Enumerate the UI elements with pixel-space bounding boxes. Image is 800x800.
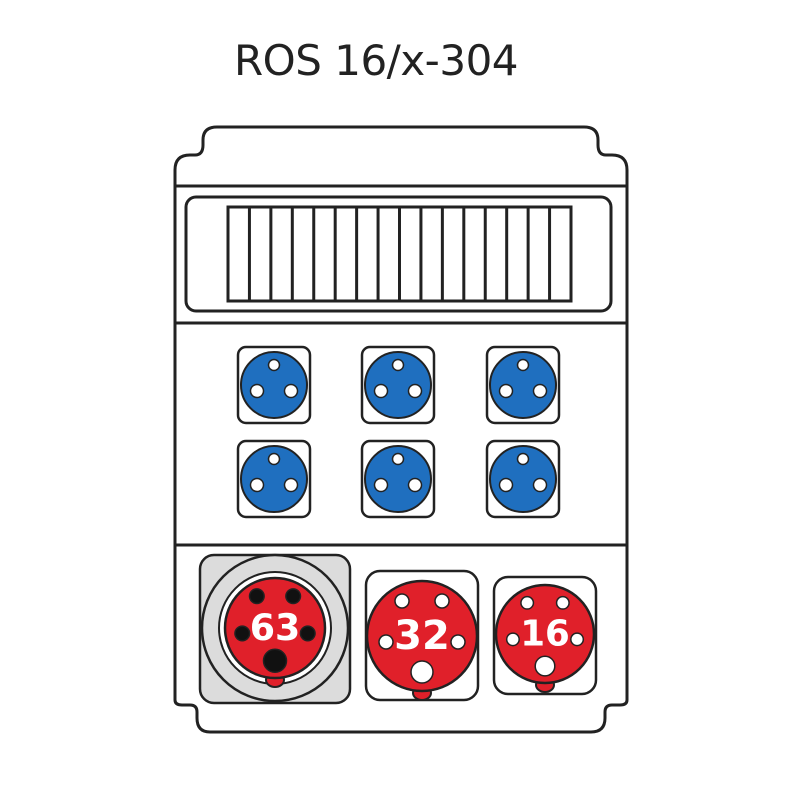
socket-cee-16: 16 <box>492 575 598 696</box>
socket-pin <box>378 634 394 650</box>
socket-pin <box>299 625 316 642</box>
socket-face <box>365 579 479 693</box>
socket-230v <box>236 345 312 425</box>
socket-rating-label: 63 <box>250 606 301 649</box>
socket-hole <box>283 477 299 493</box>
socket-pin <box>434 593 450 609</box>
socket-pin <box>570 632 585 647</box>
socket-230v <box>360 345 436 425</box>
socket-pin <box>555 595 570 610</box>
socket-pin <box>394 593 410 609</box>
socket-hole <box>391 452 405 466</box>
breaker-modules <box>226 205 573 303</box>
product-title: ROS 16/x-304 <box>233 36 519 85</box>
socket-cee-group: 63 32 16 <box>198 553 598 705</box>
socket-pin <box>248 588 265 605</box>
socket-hole <box>532 477 548 493</box>
socket-cee-63: 63 <box>198 553 352 705</box>
socket-pin <box>534 655 556 677</box>
socket-hole <box>391 358 405 372</box>
socket-hole <box>249 477 265 493</box>
socket-230v <box>485 345 561 425</box>
socket-face <box>223 576 327 680</box>
socket-pin <box>285 588 302 605</box>
socket-pin <box>520 595 535 610</box>
socket-face <box>489 351 557 419</box>
socket-hole <box>283 383 299 399</box>
socket-pin <box>410 660 434 684</box>
socket-pin <box>450 634 466 650</box>
socket-face <box>364 445 432 513</box>
socket-rating-label: 16 <box>520 614 570 655</box>
enclosure-outline <box>173 125 629 734</box>
socket-hole <box>516 358 530 372</box>
socket-hole <box>249 383 265 399</box>
socket-hole <box>532 383 548 399</box>
socket-230v <box>360 439 436 519</box>
socket-230v <box>485 439 561 519</box>
socket-face <box>494 583 596 685</box>
socket-230v <box>236 439 312 519</box>
socket-230v-group <box>236 345 561 519</box>
socket-hole <box>498 477 514 493</box>
socket-hole <box>373 383 389 399</box>
socket-hole <box>407 477 423 493</box>
socket-cee-32: 32 <box>364 569 480 702</box>
socket-face <box>489 445 557 513</box>
socket-hole <box>267 358 281 372</box>
socket-rating-label: 32 <box>394 613 450 659</box>
socket-hole <box>407 383 423 399</box>
socket-face <box>240 351 308 419</box>
socket-hole <box>373 477 389 493</box>
socket-face <box>364 351 432 419</box>
socket-face <box>240 445 308 513</box>
socket-pin <box>234 625 251 642</box>
socket-pin <box>505 632 520 647</box>
socket-hole <box>516 452 530 466</box>
socket-pin <box>262 648 288 673</box>
socket-hole <box>498 383 514 399</box>
socket-hole <box>267 452 281 466</box>
breaker-window <box>184 195 613 313</box>
